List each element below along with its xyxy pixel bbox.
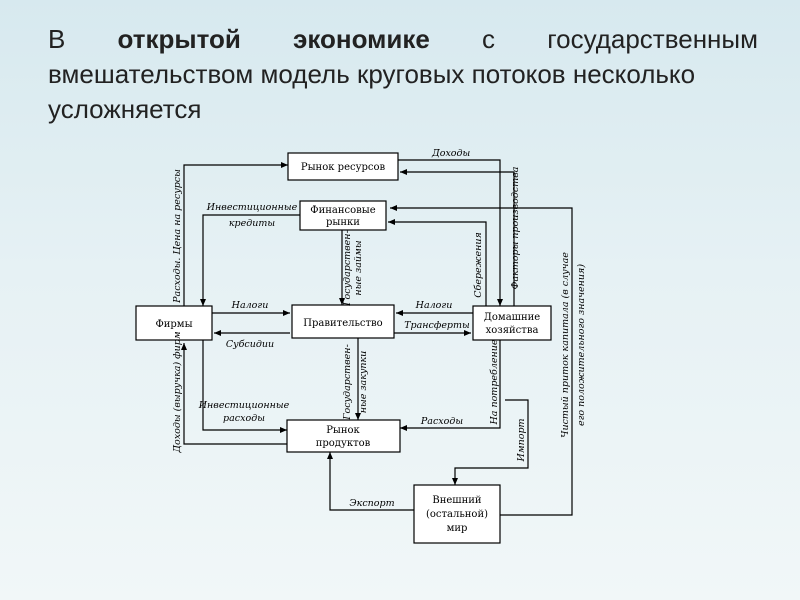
financial-markets-label-1: Финансовые (310, 205, 375, 216)
firms-label: Фирмы (155, 319, 192, 330)
label-savings: Сбережения (473, 232, 484, 297)
flow-export (327, 452, 414, 511)
resource-market-box: Рынок ресурсов (287, 152, 399, 181)
label-gov-purchases-2: ные закупки (358, 351, 369, 414)
title-word-1: В (48, 24, 66, 54)
label-investment-credits-1: Инвестиционные (206, 202, 298, 213)
product-market-label-1: Рынок (326, 425, 360, 436)
resource-market-label: Рынок ресурсов (301, 162, 386, 173)
flow-households-factors (400, 169, 515, 306)
label-incomes: Доходы (431, 148, 471, 159)
financial-markets-box: Финансовые рынки (299, 200, 387, 231)
households-label-2: хозяйства (486, 325, 539, 336)
foreign-world-label-2: (остальной) (426, 509, 488, 520)
title-word-2: открытой (117, 24, 241, 54)
foreign-world-box: Внешний (остальной) мир (413, 484, 501, 544)
label-import: Импорт (516, 418, 527, 462)
label-taxes-households: Налоги (415, 300, 453, 311)
title-word-3: экономике (293, 24, 430, 54)
label-investment-spending-2: расходы (223, 413, 265, 424)
product-market-label-2: продуктов (316, 438, 371, 449)
government-label: Правительство (303, 318, 382, 329)
flow-firms-to-resource-market (183, 162, 288, 306)
flow-savings (388, 219, 487, 306)
label-export: Экспорт (349, 498, 394, 509)
flow-firm-revenue (181, 343, 287, 445)
product-market-box: Рынок продуктов (286, 419, 401, 453)
flow-consumption (400, 340, 501, 431)
foreign-world-label-3: мир (447, 523, 468, 534)
label-gov-loans-1: Государствен- (342, 230, 353, 307)
label-spending: Расходы (420, 416, 463, 427)
label-taxes-firms: Налоги (231, 300, 269, 311)
flow-net-capital (390, 205, 573, 516)
flow-resource-market-to-households (398, 159, 503, 306)
label-gov-purchases-1: Государствен- (342, 344, 353, 421)
label-factor-payments: Факторы производства (510, 166, 521, 289)
flow-investment-spending (202, 340, 287, 433)
title-line-3: усложняется (48, 94, 202, 125)
title-word-5: государственным (547, 24, 758, 54)
title-word-4: с (482, 24, 496, 54)
label-transfers: Трансферты (404, 320, 470, 331)
households-box: Домашние хозяйства (472, 305, 552, 341)
label-investment-spending-1: Инвестиционные (198, 400, 290, 411)
flow-investment-credits (200, 214, 300, 306)
label-gov-loans-2: ные займы (353, 240, 364, 295)
slide-title: В открытой экономике с государственным в… (48, 22, 758, 127)
label-net-capital-2: его положительного значения) (576, 264, 587, 426)
financial-markets-label-2: рынки (326, 217, 360, 228)
flow-import (452, 399, 529, 485)
firms-box: Фирмы (135, 305, 213, 341)
label-firm-revenue: Доходы (выручка) фирм (172, 331, 183, 453)
households-label-1: Домашние (484, 312, 541, 323)
label-subsidies: Субсидии (226, 339, 274, 350)
label-investment-credits-2: кредиты (229, 218, 276, 229)
foreign-world-label-1: Внешний (432, 495, 482, 506)
label-consumption: На потребление (489, 339, 500, 425)
label-firm-costs: Расходы. Цена на ресурсы (172, 169, 183, 304)
label-net-capital-1: Чистый приток капитала (в случае (560, 252, 571, 438)
title-line-2: вмешательством модель круговых потоков н… (48, 59, 696, 90)
government-box: Правительство (291, 304, 395, 339)
